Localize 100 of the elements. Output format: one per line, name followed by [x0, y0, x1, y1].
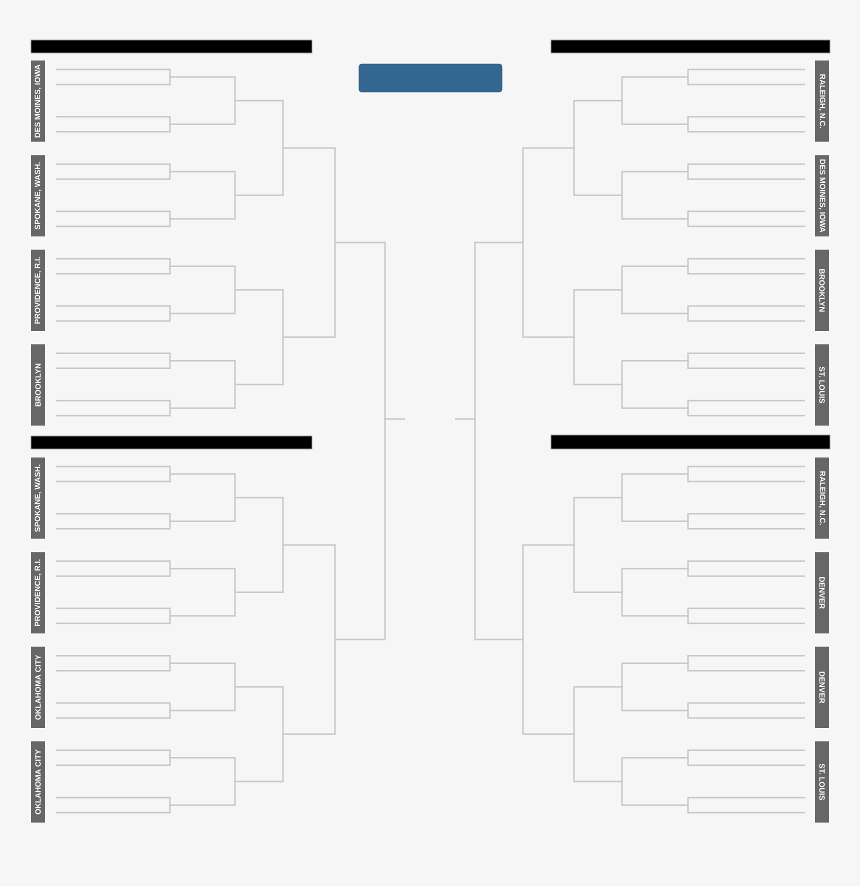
fill-in-line	[622, 76, 688, 78]
bracket-line	[234, 384, 236, 409]
bracket-line	[169, 702, 171, 712]
fill-in-line	[574, 194, 622, 196]
bracket-line	[621, 360, 623, 386]
bracket-line	[169, 466, 171, 475]
bracket-line	[169, 218, 171, 228]
fill-in-line	[688, 670, 805, 672]
fill-in-line	[622, 804, 688, 806]
fill-in-line	[56, 352, 170, 354]
fill-in-line	[622, 124, 688, 126]
fill-in-line	[688, 764, 805, 766]
fill-in-line	[688, 210, 805, 212]
fill-in-line	[688, 575, 805, 577]
bracket-line	[334, 242, 336, 338]
bracket-line	[384, 418, 386, 640]
bracket-line	[234, 662, 236, 688]
fill-in-line	[688, 320, 805, 322]
fill-in-line	[688, 560, 805, 562]
bracket-line	[282, 686, 284, 735]
fill-in-line	[56, 116, 170, 118]
fill-in-line	[170, 265, 235, 267]
bracket-line	[687, 312, 689, 322]
bracket-line	[234, 592, 236, 617]
fill-in-line	[56, 654, 170, 656]
bracket-line	[169, 312, 171, 322]
bracket-line	[687, 473, 689, 482]
bracket-line	[234, 194, 236, 220]
fill-in-line	[170, 568, 235, 570]
bracket-line	[621, 473, 623, 498]
bracket-line	[687, 163, 689, 172]
bracket-line	[282, 100, 284, 149]
fill-in-line	[335, 242, 385, 244]
fill-in-line	[283, 733, 335, 735]
fill-in-line	[688, 116, 805, 118]
bracket-line	[687, 702, 689, 712]
bracket-line	[169, 608, 171, 617]
bracket-line	[621, 194, 623, 220]
bracket-line	[687, 124, 689, 133]
fill-in-line	[688, 131, 805, 133]
fill-in-line	[56, 608, 170, 610]
fill-in-line	[56, 670, 170, 672]
bracket-line	[687, 218, 689, 228]
bracket-line	[687, 757, 689, 766]
fill-in-line	[622, 615, 688, 617]
bracket-line	[522, 242, 524, 338]
fill-in-line	[622, 662, 688, 664]
fill-in-line	[56, 480, 170, 482]
fill-in-line	[688, 466, 805, 468]
bracket-line	[169, 163, 171, 172]
bracket-line	[573, 289, 575, 338]
bracket-line	[169, 615, 171, 624]
fill-in-line	[523, 733, 574, 735]
fill-in-line	[688, 226, 805, 228]
fill-in-line	[622, 473, 688, 475]
fill-in-line	[688, 528, 805, 530]
fill-in-line	[688, 178, 805, 180]
fill-in-line	[283, 336, 335, 338]
fill-in-line	[622, 568, 688, 570]
bracket-line	[169, 513, 171, 522]
fill-in-line	[475, 242, 523, 244]
bracket-line	[621, 757, 623, 782]
fill-in-line	[56, 84, 170, 86]
fill-in-line	[688, 608, 805, 610]
fill-in-line	[283, 544, 335, 546]
fill-in-line	[56, 812, 170, 814]
bracket-line	[234, 686, 236, 712]
fill-in-line	[688, 750, 805, 752]
fill-in-line	[56, 131, 170, 133]
fill-in-line	[56, 163, 170, 165]
fill-in-line	[688, 368, 805, 370]
fill-in-line	[688, 258, 805, 260]
bracket-line	[234, 757, 236, 782]
fill-in-line	[56, 622, 170, 624]
bracket-line	[687, 662, 689, 672]
fill-in-line	[574, 384, 622, 386]
bracket-line	[234, 170, 236, 196]
fill-in-line	[574, 496, 622, 498]
fill-in-line	[56, 414, 170, 416]
fill-in-line	[170, 710, 235, 712]
bracket-line	[169, 796, 171, 806]
bracket-line	[687, 305, 689, 314]
bracket-line	[687, 116, 689, 126]
bracket-line	[234, 496, 236, 522]
bracket-line	[522, 544, 524, 640]
fill-in-line	[574, 686, 622, 688]
banner	[358, 64, 502, 92]
bracket-line	[169, 360, 171, 370]
bracket-line	[573, 336, 575, 386]
fill-in-line	[235, 100, 283, 102]
fill-in-line	[56, 210, 170, 212]
fill-in-line	[170, 473, 235, 475]
fill-in-line	[170, 407, 235, 409]
bracket-line	[687, 265, 689, 274]
fill-in-line	[235, 194, 283, 196]
fill-in-line	[56, 320, 170, 322]
bracket-line	[621, 170, 623, 196]
bracket-line	[687, 170, 689, 180]
bracket-line	[687, 710, 689, 719]
fill-in-line	[56, 226, 170, 228]
